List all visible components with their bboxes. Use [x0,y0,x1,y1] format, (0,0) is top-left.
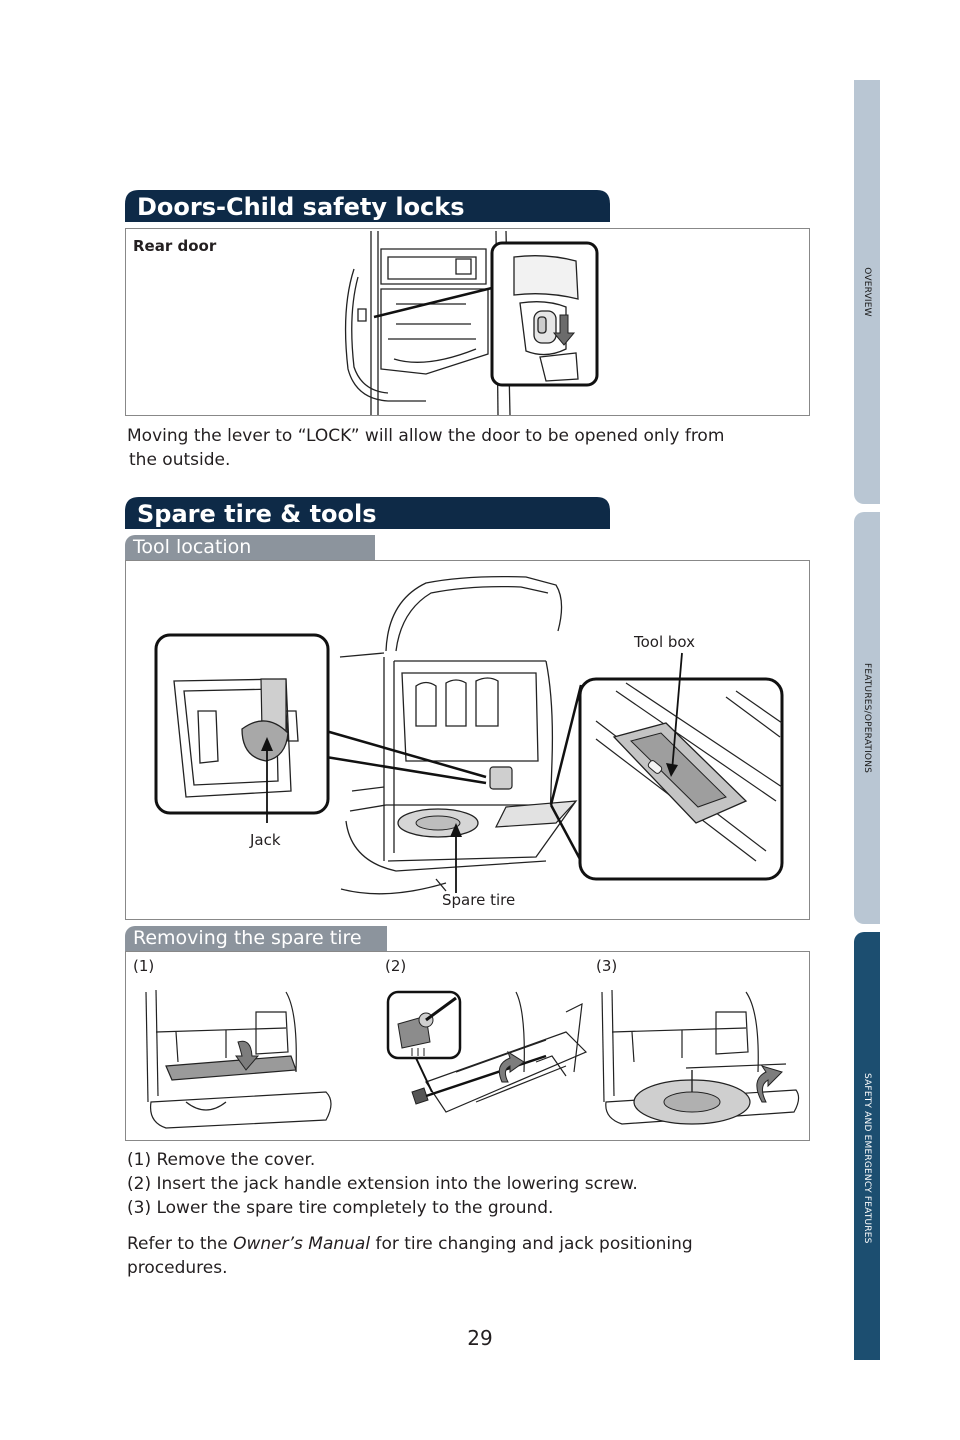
spare-header-title: Spare tire & tools [137,500,377,528]
tool-box-label: Tool box [634,633,696,651]
refer-line1: Refer to the Owner’s Manual for tire cha… [127,1232,807,1256]
tab-overview[interactable]: OVERVIEW [854,80,880,504]
tab-safety-emergency[interactable]: SAFETY AND EMERGENCY FEATURES [854,932,880,1360]
removing-spare-figure: (1) (2) (3) [125,951,810,1141]
header-shape [125,190,610,222]
doors-description-line2: the outside. [129,450,231,470]
step-label-3: (3) [596,957,618,975]
step3-drawing [601,989,800,1125]
page-number: 29 [467,1326,493,1350]
step-text-3: (3) Lower the spare tire completely to t… [127,1198,554,1218]
step-label-1: (1) [133,957,155,975]
refer-suffix: for tire changing and jack positioning [370,1234,693,1254]
step-label-2: (2) [385,957,407,975]
header-shape [125,497,610,529]
removing-spare-header: Removing the spare tire [125,926,387,951]
step-text-2: (2) Insert the jack handle extension int… [127,1174,638,1194]
step2-drawing [425,991,588,1113]
owners-manual-ref: Owner’s Manual [233,1234,371,1254]
tab-features-operations[interactable]: FEATURES/OPERATIONS [854,512,880,924]
rear-door-label: Rear door [133,237,217,255]
step1-drawing [145,989,332,1129]
spare-tire-label: Spare tire [442,891,516,909]
rear-door-figure: Rear door [125,228,810,416]
tab-overview-label: OVERVIEW [862,267,872,317]
tab-features-label: FEATURES/OPERATIONS [862,662,872,774]
removing-steps-text: (1) Remove the cover. (2) Insert the jac… [127,1148,807,1220]
tool-location-header: Tool location [125,535,375,560]
step-text-1: (1) Remove the cover. [127,1150,316,1170]
tab-safety-label: SAFETY AND EMERGENCY FEATURES [862,1073,872,1244]
doors-section-header: Doors-Child safety locks [125,190,610,222]
refer-line2: procedures. [127,1258,228,1278]
doors-description: Moving the lever to “LOCK” will allow th… [127,424,807,472]
tool-location-figure: Tool box Jack Spare tire [125,560,810,920]
spare-section-header: Spare tire & tools [125,497,610,529]
jack-label: Jack [250,831,281,849]
doors-header-title: Doors-Child safety locks [137,193,465,221]
refer-text: Refer to the Owner’s Manual for tire cha… [127,1232,807,1280]
refer-prefix: Refer to the [127,1234,234,1254]
removing-steps-illustration [145,989,800,1129]
rear-door-illustration [344,230,599,416]
doors-description-line1: Moving the lever to “LOCK” will allow th… [127,426,725,446]
tool-location-illustration [154,575,784,895]
